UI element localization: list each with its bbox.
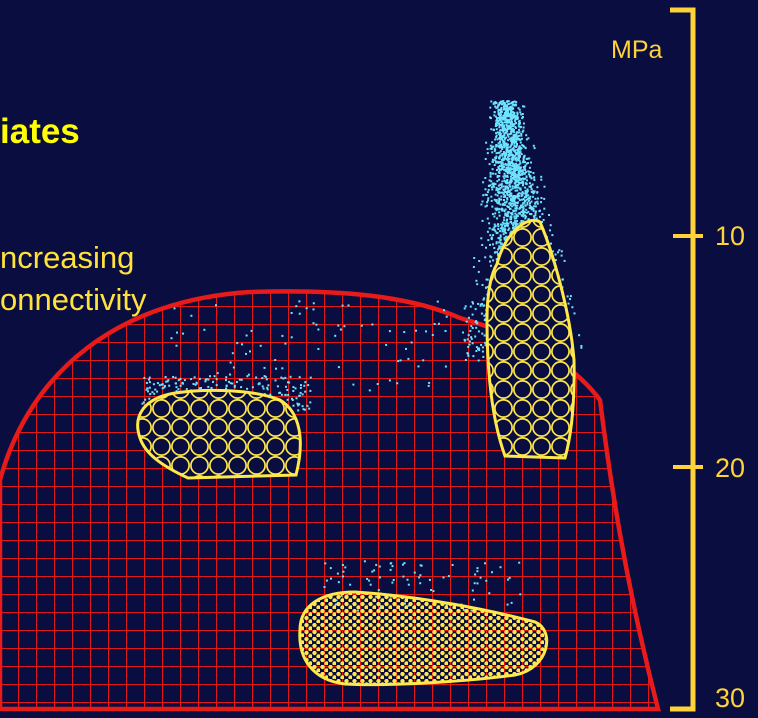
mpa-scale-bar <box>670 7 696 712</box>
scale-unit-label: MPa <box>611 36 663 64</box>
diagram-title: iates <box>0 112 80 151</box>
annotation-line-1: ncreasing <box>0 240 135 275</box>
dotted-body <box>298 590 549 687</box>
scale-tick-label-10: 10 <box>715 221 746 251</box>
scale-tick-label-20: 20 <box>715 453 746 483</box>
scale-tick-label-30: 30 <box>715 683 746 713</box>
annotation-line-2: onnectivity <box>0 282 147 317</box>
